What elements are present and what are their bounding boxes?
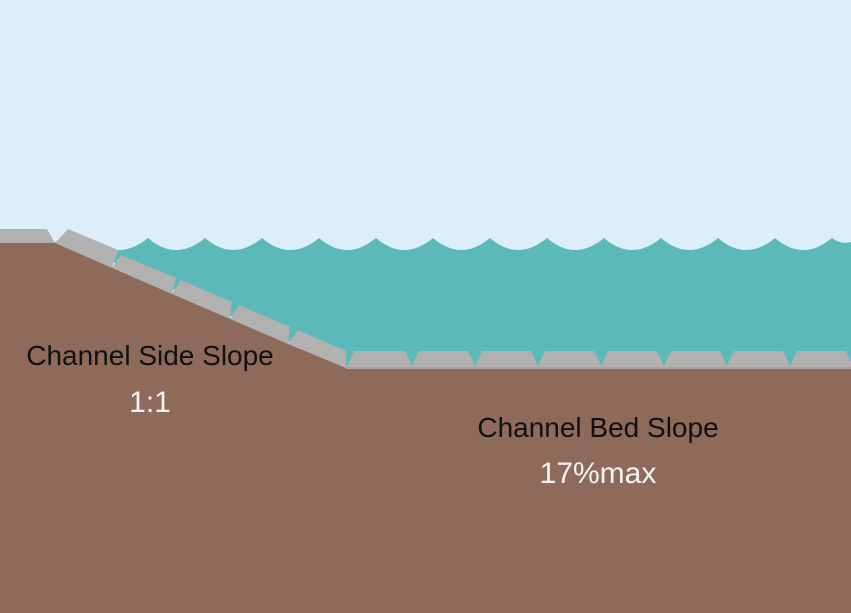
bed-block: [346, 351, 413, 368]
bank-top-block: [0, 229, 55, 243]
side-slope-block: [55, 229, 118, 268]
bed-block: [663, 351, 728, 368]
side-slope-block: [112, 255, 176, 294]
riprap-blocks: [0, 229, 851, 368]
bed-block: [537, 351, 602, 368]
bed-block: [726, 351, 791, 368]
side-slope-block: [288, 330, 346, 368]
side-slope-block: [230, 305, 290, 344]
soil-bank: [0, 242, 851, 613]
bed-block: [789, 351, 851, 368]
bed-slope-value: 17%max: [539, 457, 657, 490]
bed-block: [474, 351, 539, 368]
bed-block: [600, 351, 665, 368]
bed-slope-title: Channel Bed Slope: [477, 412, 719, 443]
water-body: [60, 238, 851, 368]
bed-block: [411, 351, 476, 368]
side-slope-title: Channel Side Slope: [26, 340, 274, 371]
side-slope-block: [172, 280, 232, 319]
side-slope-value: 1:1: [129, 386, 171, 419]
